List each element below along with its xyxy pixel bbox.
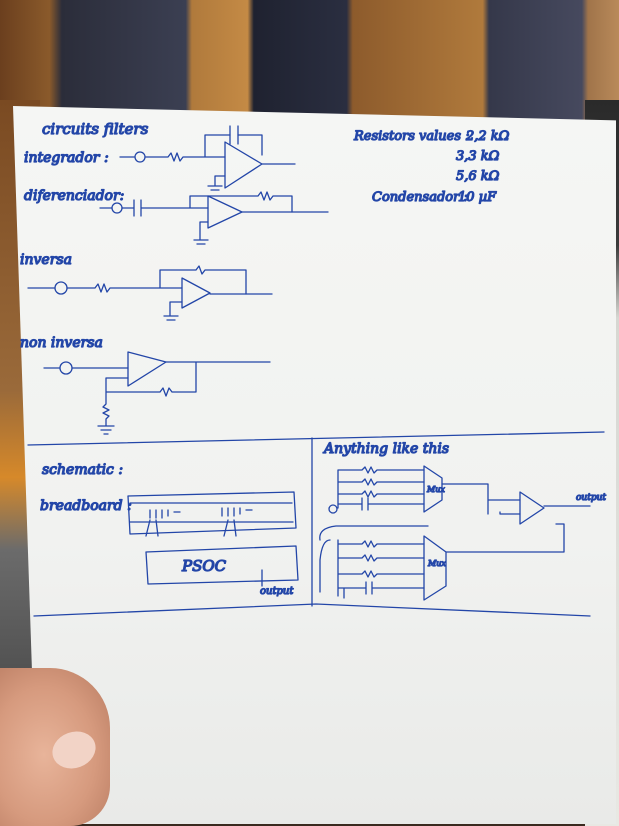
differentiator-wires: [99, 191, 293, 217]
breadboard-label: breadboard :: [40, 498, 132, 514]
mux-bottom: [423, 535, 447, 601]
mux-top: [423, 465, 443, 513]
mux-top-inputs: [337, 466, 425, 511]
resistor-value-3: 5,6 kΩ: [456, 169, 500, 184]
integrator-input-node: [134, 151, 146, 163]
mux-bottom-label: Mux: [427, 559, 446, 568]
horizontal-divider-top: [27, 431, 605, 446]
mux-opamp: [519, 491, 545, 525]
integrator-capacitor: [229, 125, 239, 145]
paper-sheet: [13, 106, 616, 824]
mux-top-label: Mux: [426, 485, 445, 494]
integrator-wires: [119, 134, 263, 162]
integrator-circuit: integrador :: [23, 125, 296, 191]
non-inverting-wires: [97, 361, 271, 435]
integrator-label: integrador :: [24, 150, 109, 166]
inverting-circuit: inversa: [19, 251, 273, 321]
resistor-value-2: 3,3 kΩ: [456, 149, 500, 164]
page-title: circuits filters: [42, 120, 149, 138]
inverting-input-node: [54, 281, 68, 295]
background-wardrobe: [0, 0, 619, 120]
component-values: Resistors values : 2,2 kΩ 3,3 kΩ 5,6 kΩ …: [352, 128, 510, 205]
non-inverting-label: non inversa: [20, 335, 103, 351]
mux-top-output: [441, 483, 521, 515]
schematic-title: schematic :: [42, 462, 123, 478]
differentiator-input-node: [111, 202, 123, 214]
inverting-opamp: [181, 277, 211, 309]
schematic-output-label: output: [260, 586, 294, 597]
resistor-value-1: 2,2 kΩ: [465, 129, 510, 144]
breadboard-outline: [127, 491, 297, 535]
psoc-box: [145, 545, 299, 585]
mux-bottom-inputs: [337, 539, 425, 599]
non-inverting-opamp: [127, 351, 167, 387]
mux-opamp-wires: [499, 505, 591, 515]
differentiator-output: [193, 211, 329, 245]
mux-section: Anything like this Mux output Mux: [319, 440, 607, 601]
breadboard-rails: [129, 502, 294, 523]
mux-feedback-wires: [319, 523, 565, 593]
capacitor-value: 10 µF: [458, 190, 497, 205]
inverting-wires: [27, 265, 247, 295]
breadboard-components: [145, 507, 253, 537]
psoc-label: PSOC: [181, 557, 227, 575]
integrator-output: [207, 163, 296, 191]
differentiator-circuit: diferenciador:: [23, 187, 329, 245]
non-inverting-circuit: non inversa: [19, 334, 271, 435]
resistors-label: Resistors values :: [353, 129, 470, 144]
integrator-opamp: [224, 141, 263, 189]
mux-top-ground-node: [328, 504, 338, 514]
non-inverting-input-node: [59, 361, 73, 375]
inverting-output: [163, 293, 273, 321]
differentiator-label: diferenciador:: [24, 188, 124, 204]
differentiator-opamp: [207, 195, 243, 229]
mux-output-label: output: [576, 493, 606, 503]
inverting-label: inversa: [20, 252, 72, 268]
schematic-section: schematic : breadboard : PSOC output: [39, 461, 299, 598]
horizontal-divider-bottom: [33, 603, 591, 617]
mux-section-title: Anything like this: [322, 441, 449, 457]
capacitor-label: Condensador :: [372, 190, 468, 205]
